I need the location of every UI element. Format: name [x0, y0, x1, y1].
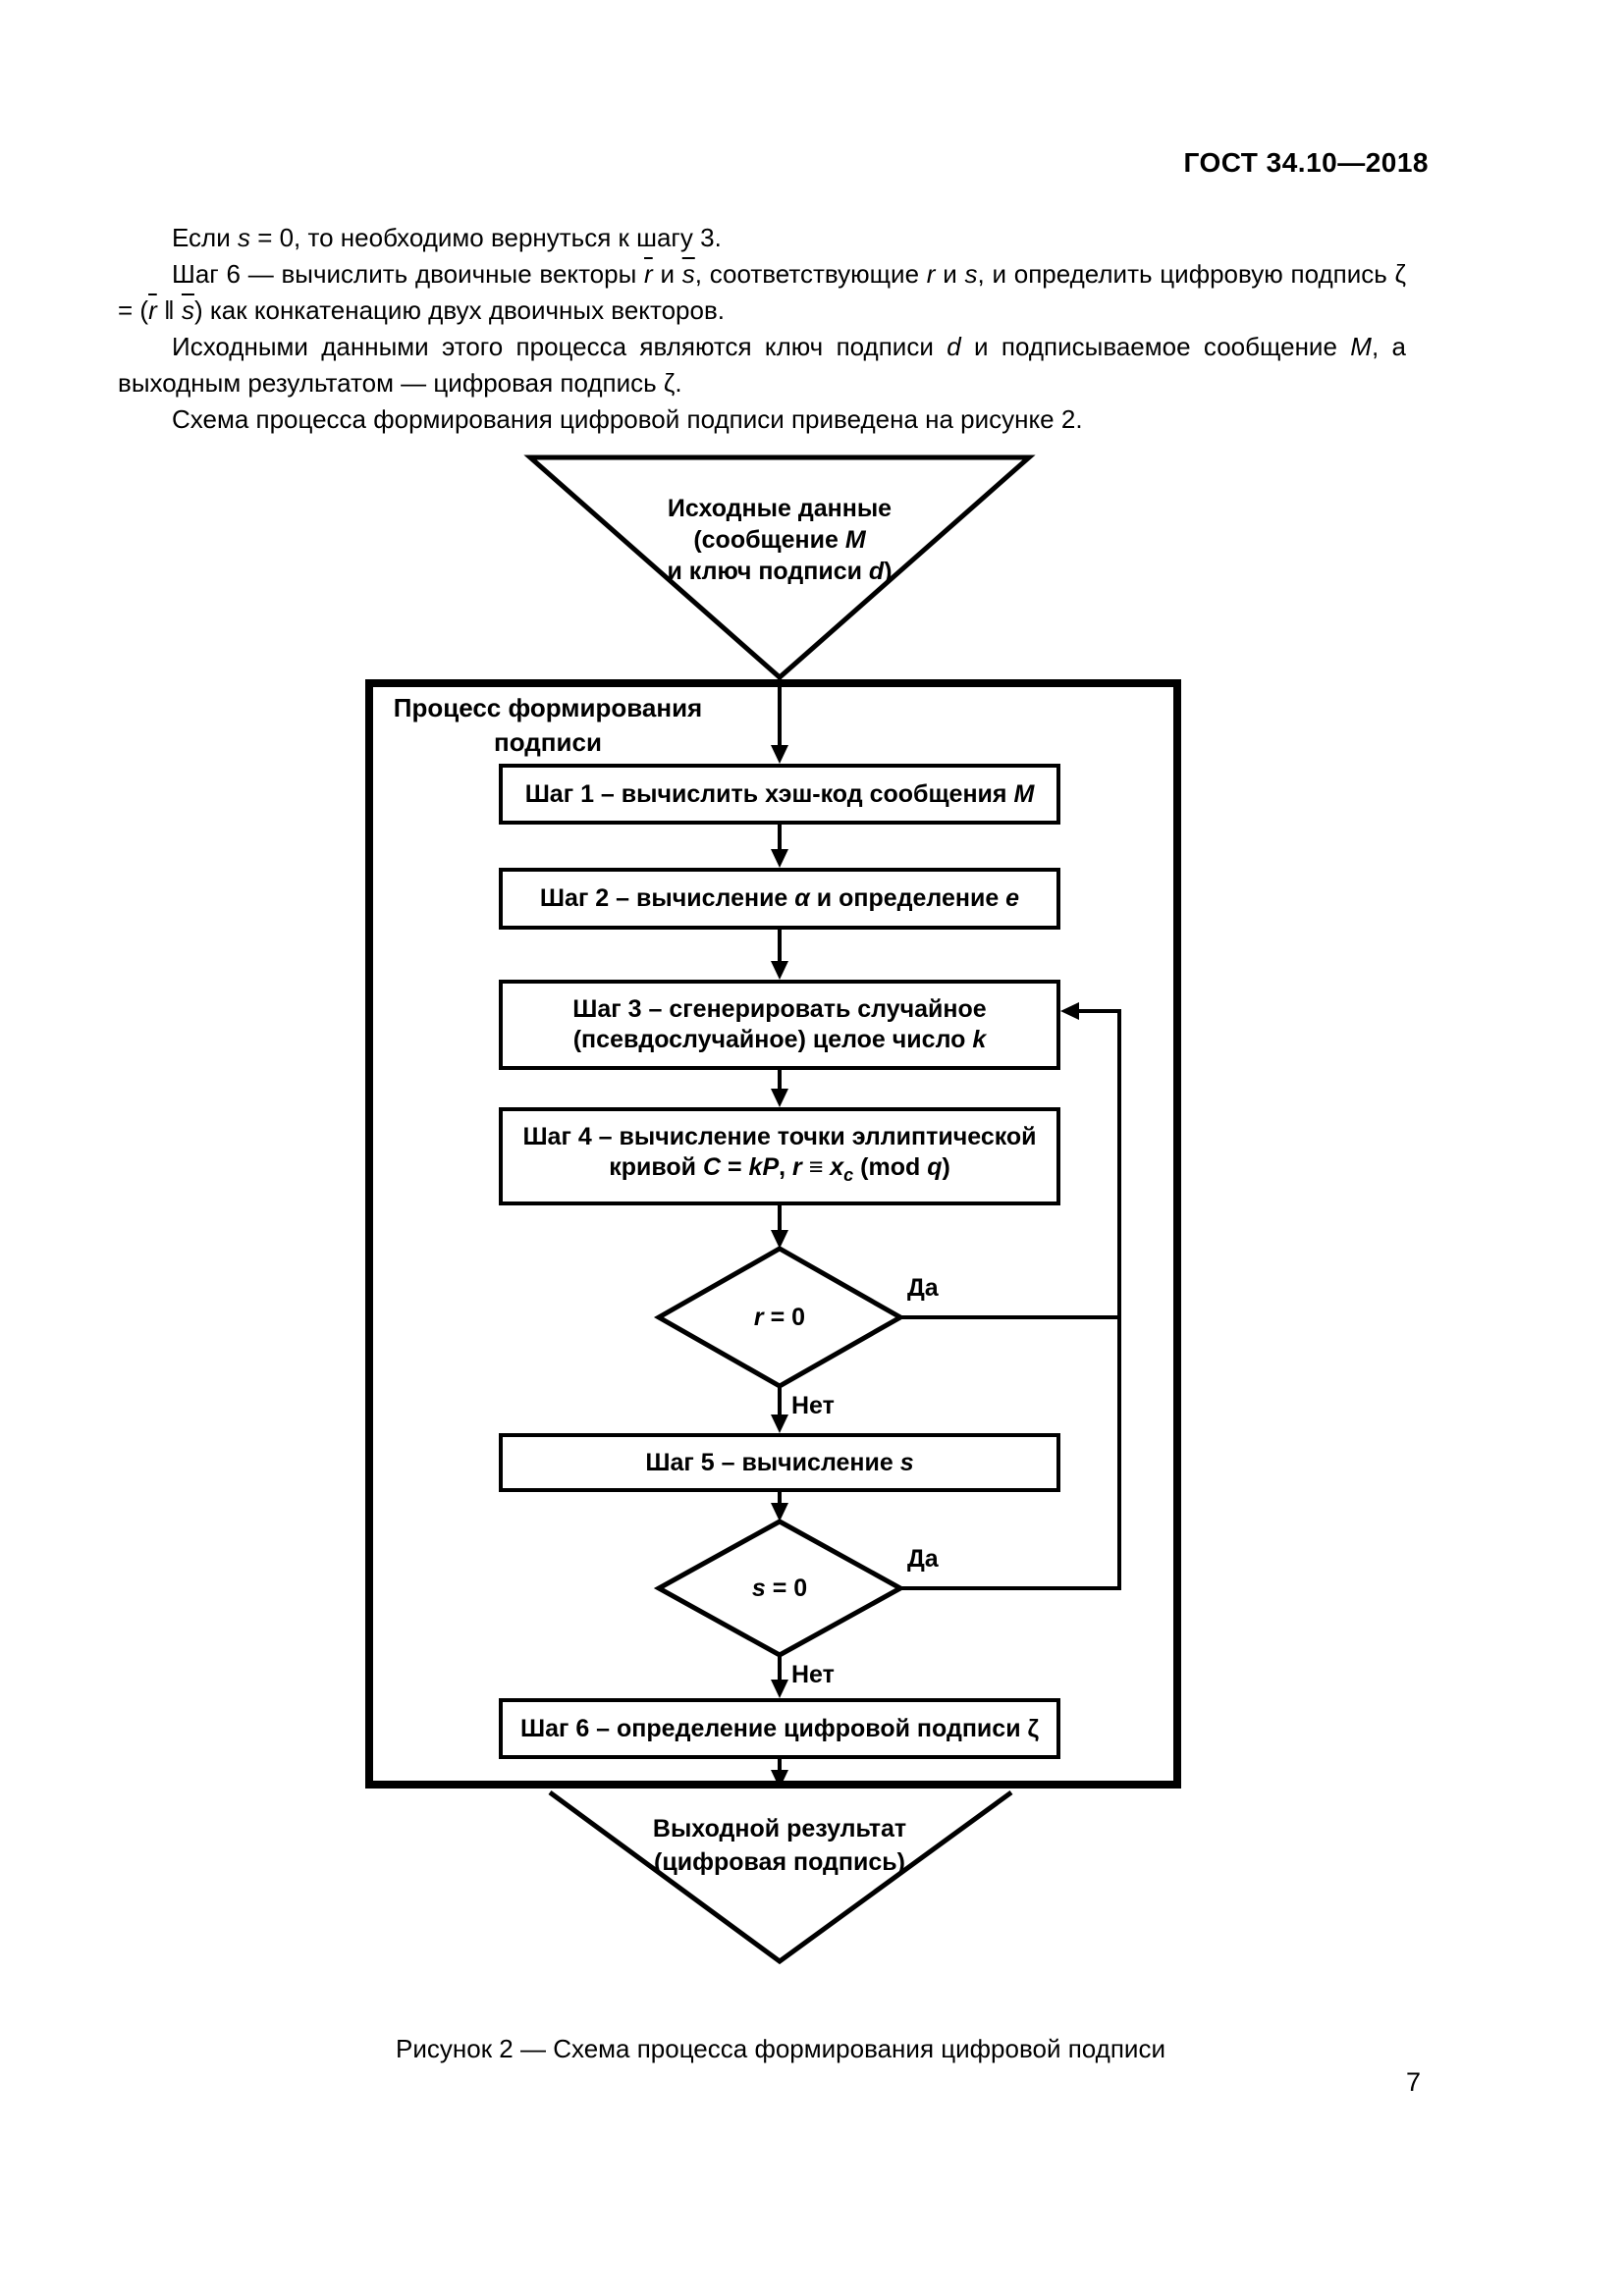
paragraph-step6-definition: Шаг 6 — вычислить двоичные векторы r и s… [118, 259, 1406, 325]
step3-box: Шаг 3 – сгенерировать случайное(псевдосл… [499, 980, 1060, 1070]
input-funnel-shape [523, 454, 1036, 681]
branch-yes-s: Да [907, 1545, 939, 1573]
step5-box: Шаг 5 – вычисление s [499, 1433, 1060, 1492]
paragraph-return-to-step3: Если s = 0, то необходимо вернуться к ша… [172, 223, 722, 252]
output-funnel-shape [548, 1789, 1013, 1965]
branch-no-r: Нет [791, 1392, 835, 1419]
page-number: 7 [1406, 2067, 1422, 2097]
doc-code-header: ГОСТ 34.10—2018 [1183, 147, 1429, 178]
step1-box: Шаг 1 – вычислить хэш-код сообщения M [499, 764, 1060, 825]
branch-yes-r: Да [907, 1274, 939, 1302]
output-result-label: Выходной результат(цифровая подпись) [652, 1815, 907, 1876]
decision-r-diamond [653, 1246, 906, 1389]
figure-caption: Рисунок 2 — Схема процесса формирования … [396, 2034, 1165, 2063]
process-frame-title: Процесс формирования подписи [393, 693, 703, 757]
step6-box: Шаг 6 – определение цифровой подписи ζ [499, 1698, 1060, 1759]
decision-s-label: s = 0 [751, 1575, 808, 1602]
decision-r-label: r = 0 [753, 1304, 806, 1331]
body-text-block: Если s = 0, то необходимо вернуться к ша… [118, 220, 1406, 438]
decision-s-diamond [653, 1519, 906, 1658]
step2-box: Шаг 2 – вычисление α и определение e [499, 868, 1060, 930]
paragraph-input-output: Исходными данными этого процесса являютс… [118, 332, 1406, 398]
branch-no-s: Нет [791, 1661, 835, 1688]
paragraph-figure-reference: Схема процесса формирования цифровой под… [172, 404, 1083, 434]
